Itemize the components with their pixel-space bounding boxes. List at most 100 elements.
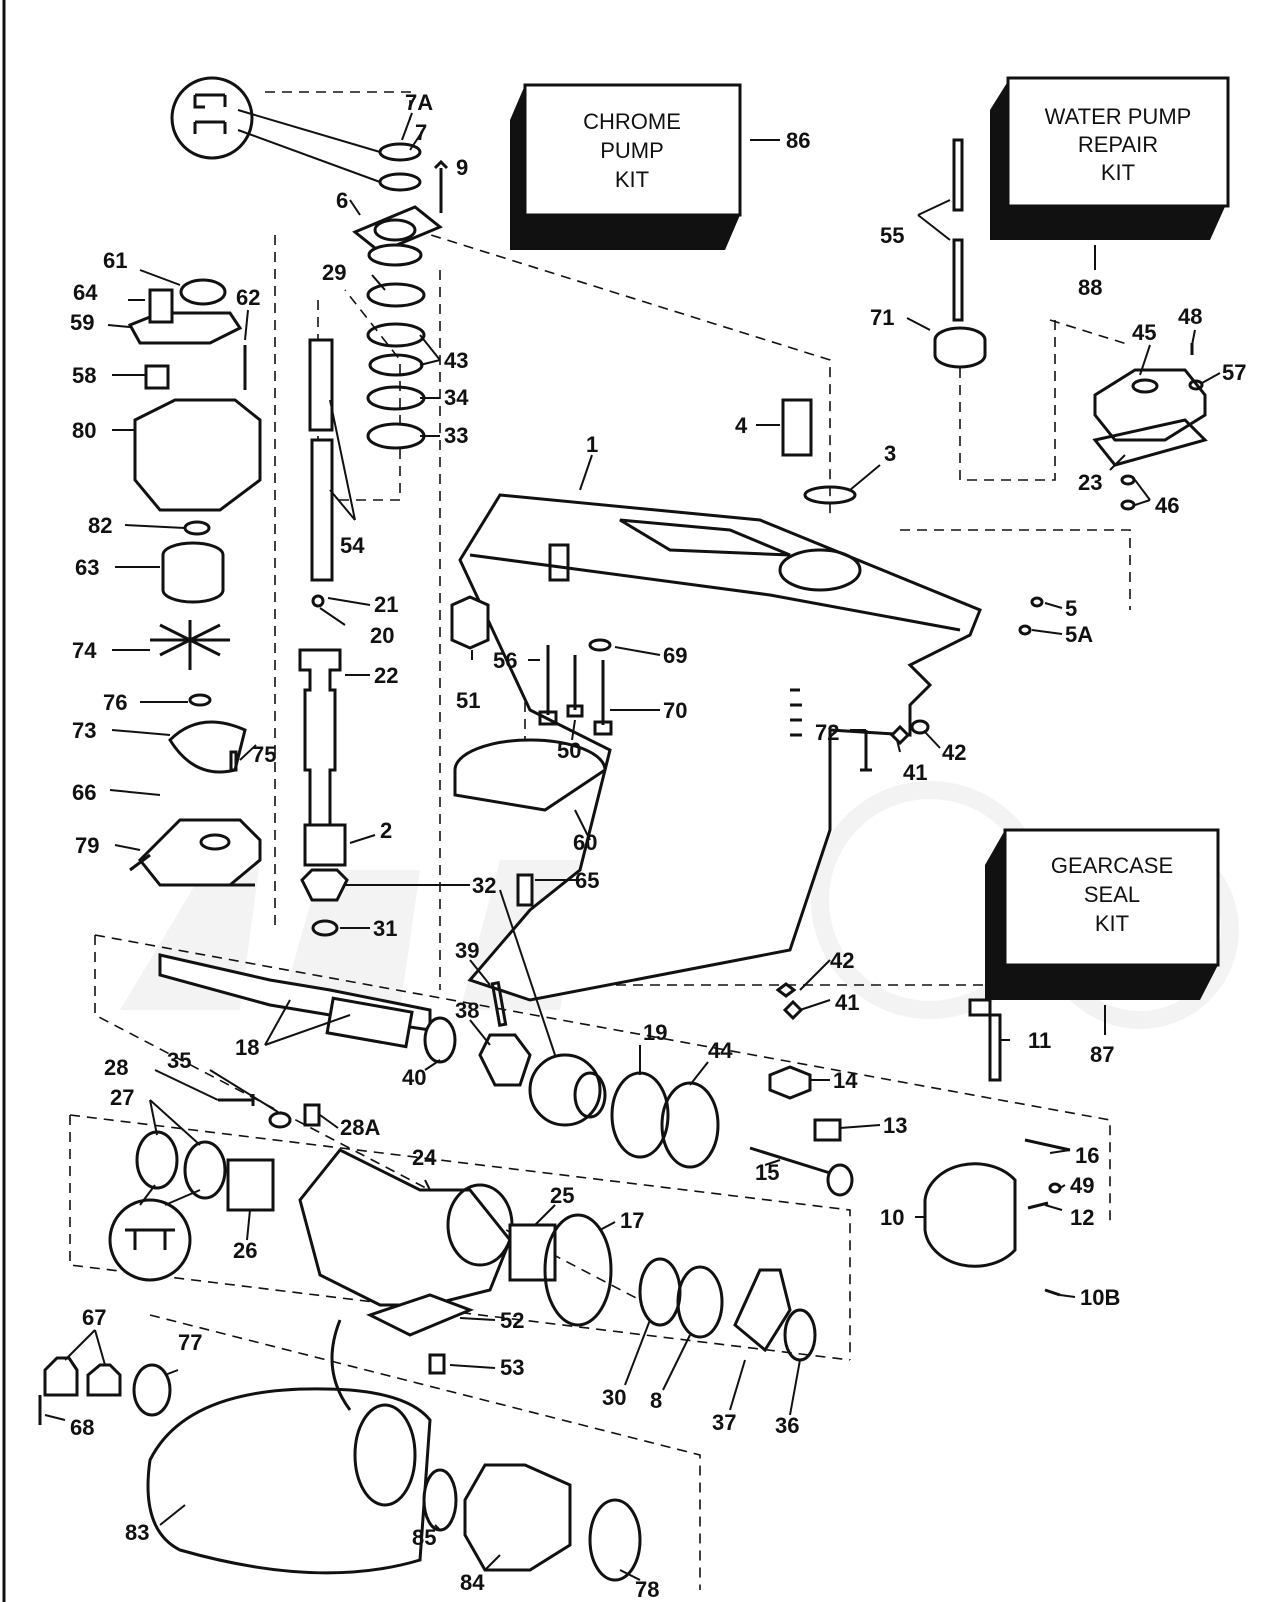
- callout-11: 11: [1028, 1028, 1051, 1053]
- callout-17: 17: [620, 1208, 644, 1233]
- callout-43: 43: [444, 348, 468, 373]
- gearcase-seal-kit-box: GEARCASE SEAL KIT: [985, 828, 1220, 1000]
- callout-30: 30: [602, 1385, 626, 1410]
- callout-35: 35: [167, 1048, 191, 1073]
- callout-82: 82: [88, 513, 112, 538]
- callout-57: 57: [1222, 360, 1246, 385]
- callout-10b: 10B: [1080, 1285, 1120, 1310]
- callout-52: 52: [500, 1308, 524, 1333]
- chrome-pump-kit-line-3: KIT: [615, 167, 649, 192]
- callout-26: 26: [233, 1238, 257, 1263]
- callout-66: 66: [72, 780, 96, 805]
- callout-3: 3: [884, 441, 896, 466]
- callout-5: 5: [1065, 596, 1077, 621]
- callout-13: 13: [883, 1113, 907, 1138]
- callout-42b: 42: [830, 948, 854, 973]
- callout-60: 60: [573, 830, 597, 855]
- callout-18: 18: [235, 1035, 259, 1060]
- callout-33: 33: [444, 423, 468, 448]
- callout-44: 44: [708, 1038, 733, 1063]
- callout-9: 9: [456, 155, 468, 180]
- callout-64: 64: [73, 280, 98, 305]
- callout-59: 59: [70, 310, 94, 335]
- callout-labels: 7A 7 9 6 29 43 3 4 33 54 21 20 22 2 32 31…: [70, 90, 1246, 1602]
- callout-40: 40: [402, 1065, 426, 1090]
- callout-24: 24: [412, 1145, 437, 1170]
- callout-29: 29: [322, 260, 346, 285]
- callout-77: 77: [178, 1330, 202, 1355]
- callout-79: 79: [75, 833, 99, 858]
- callout-16: 16: [1075, 1143, 1099, 1168]
- callout-55: 55: [880, 223, 904, 248]
- callout-31: 31: [373, 916, 397, 941]
- callout-42a: 42: [942, 740, 966, 765]
- callout-2: 2: [380, 818, 392, 843]
- callout-36: 36: [775, 1413, 799, 1438]
- water-pump-kit-line-1: WATER PUMP: [1045, 104, 1192, 129]
- callout-1: 1: [586, 432, 598, 457]
- callout-86: 86: [786, 128, 810, 153]
- callout-68: 68: [70, 1415, 94, 1440]
- callout-63: 63: [75, 555, 99, 580]
- callout-50: 50: [557, 738, 581, 763]
- callout-48: 48: [1178, 304, 1202, 329]
- chrome-pump-kit-line-2: PUMP: [600, 138, 664, 163]
- callout-20: 20: [370, 623, 394, 648]
- callout-62: 62: [236, 285, 260, 310]
- callout-54: 54: [340, 533, 365, 558]
- callout-65: 65: [575, 868, 599, 893]
- callout-74: 74: [72, 638, 97, 663]
- water-pump-kit-line-2: REPAIR: [1078, 132, 1158, 157]
- callout-83: 83: [125, 1520, 149, 1545]
- callout-27: 27: [110, 1085, 134, 1110]
- callout-23: 23: [1078, 470, 1102, 495]
- callout-45: 45: [1132, 320, 1156, 345]
- callout-41b: 41: [835, 990, 859, 1015]
- callout-84: 84: [460, 1570, 485, 1595]
- callout-6: 6: [336, 188, 348, 213]
- callout-70: 70: [663, 698, 687, 723]
- callout-51: 51: [456, 688, 480, 713]
- callout-leaders: [44, 112, 1221, 1581]
- callout-37: 37: [712, 1410, 736, 1435]
- callout-78: 78: [635, 1577, 659, 1602]
- callout-7: 7: [415, 120, 427, 145]
- callout-53: 53: [500, 1355, 524, 1380]
- callout-5a: 5A: [1065, 622, 1093, 647]
- water-pump-kit-line-3: KIT: [1101, 160, 1135, 185]
- callout-10: 10: [880, 1205, 904, 1230]
- callout-28: 28: [104, 1055, 128, 1080]
- callout-73: 73: [72, 718, 96, 743]
- callout-72: 72: [815, 720, 839, 745]
- callout-61: 61: [103, 248, 127, 273]
- callout-25: 25: [550, 1183, 574, 1208]
- callout-28a: 28A: [340, 1115, 380, 1140]
- callout-58: 58: [72, 363, 96, 388]
- callout-19: 19: [643, 1020, 667, 1045]
- callout-49: 49: [1070, 1173, 1094, 1198]
- callout-32: 32: [472, 873, 496, 898]
- parts-drawings: [38, 76, 1208, 1582]
- callout-7a: 7A: [405, 90, 433, 115]
- callout-80: 80: [72, 418, 96, 443]
- callout-8: 8: [650, 1388, 662, 1413]
- gearcase-seal-kit-line-1: GEARCASE: [1051, 853, 1173, 878]
- callout-38: 38: [455, 998, 479, 1023]
- callout-67: 67: [82, 1305, 106, 1330]
- callout-69: 69: [663, 643, 687, 668]
- callout-21: 21: [374, 592, 398, 617]
- gearcase-seal-kit-line-2: SEAL: [1084, 882, 1140, 907]
- chrome-pump-kit-line-1: CHROME: [583, 109, 681, 134]
- callout-71: 71: [870, 305, 894, 330]
- callout-4: 4: [735, 413, 748, 438]
- callout-46: 46: [1155, 493, 1179, 518]
- gearcase-seal-kit-line-3: KIT: [1095, 911, 1129, 936]
- callout-75: 75: [252, 742, 276, 767]
- callout-12: 12: [1070, 1205, 1094, 1230]
- callout-41a: 41: [903, 760, 927, 785]
- callout-15: 15: [755, 1160, 779, 1185]
- callout-87: 87: [1090, 1042, 1114, 1067]
- callout-88: 88: [1078, 275, 1102, 300]
- callout-22: 22: [374, 663, 398, 688]
